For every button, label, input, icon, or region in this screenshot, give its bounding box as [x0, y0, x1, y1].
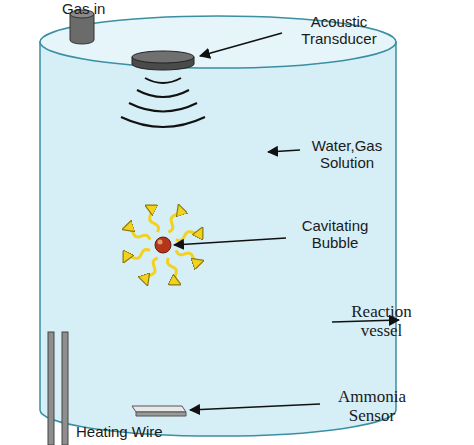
part-label: Cavitating Bubble	[290, 218, 380, 251]
shock-waves	[124, 206, 202, 284]
shock-wave	[176, 229, 202, 241]
shock-wave	[147, 206, 159, 232]
ammonia-sensor	[132, 406, 186, 412]
shock-wave	[167, 258, 179, 284]
part-label: Heating Wire	[76, 424, 186, 441]
reaction-vessel	[40, 42, 396, 436]
part-label: Water,Gas Solution	[302, 138, 392, 171]
sensor-side	[136, 412, 186, 416]
leader-arrows	[174, 33, 399, 410]
part-label: Acoustic Transducer	[284, 14, 394, 47]
shock-wave	[146, 258, 158, 284]
heating-wire	[62, 332, 68, 445]
shock-wave	[124, 228, 150, 240]
sound-waves	[121, 78, 205, 127]
heating-wire	[48, 332, 54, 445]
bubble-highlight	[158, 240, 163, 245]
shock-wave	[124, 249, 150, 261]
part-label: Gas in	[62, 1, 122, 18]
cavitating-bubble	[155, 237, 171, 253]
shock-wave	[176, 250, 202, 262]
shock-wave	[168, 206, 180, 232]
part-label: Reaction vessel	[334, 303, 429, 340]
acoustic-transducer	[132, 51, 194, 70]
part-label: Ammonia Sensor	[322, 388, 422, 425]
